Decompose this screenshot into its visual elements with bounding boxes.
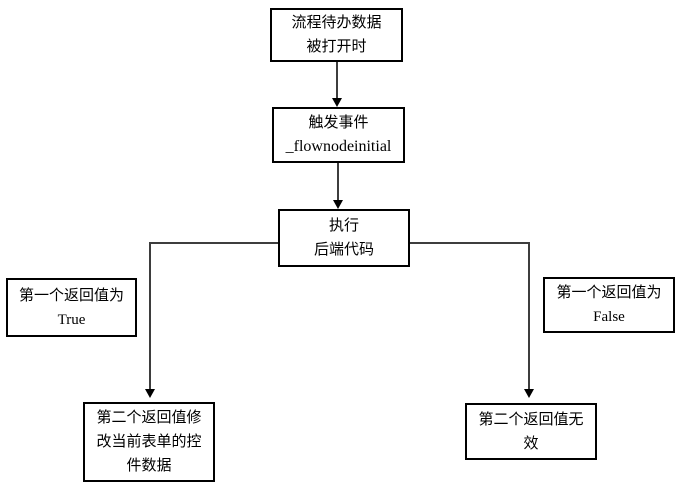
node-text-line: 第二个返回值无 bbox=[478, 411, 584, 428]
node-trigger-event: 触发事件 _flownodeinitial bbox=[272, 107, 405, 163]
node-text-line: 后端代码 bbox=[313, 242, 374, 258]
connector-execute-right-horizontal bbox=[410, 242, 530, 244]
label-first-return-false: 第一个返回值为 False bbox=[543, 277, 675, 333]
node-text-line: 流程待办数据 bbox=[291, 15, 382, 31]
node-text-line: 效 bbox=[523, 435, 539, 452]
node-text-line: _flownodeinitial bbox=[285, 138, 392, 155]
node-text-line: 被打开时 bbox=[306, 39, 367, 55]
node-text-line: True bbox=[57, 311, 86, 328]
node-text-line: False bbox=[593, 309, 625, 325]
node-execute-backend: 执行 后端代码 bbox=[278, 209, 410, 267]
connector-trigger-to-execute bbox=[337, 163, 339, 201]
arrowhead-down-icon bbox=[145, 389, 155, 398]
arrowhead-down-icon bbox=[524, 389, 534, 398]
node-text-line: 触发事件 bbox=[308, 115, 369, 131]
node-second-return-modify: 第二个返回值修 改当前表单的控 件数据 bbox=[83, 402, 215, 482]
connector-execute-left-horizontal bbox=[149, 242, 278, 244]
arrowhead-down-icon bbox=[333, 200, 343, 209]
connector-right-branch-vertical bbox=[528, 242, 530, 390]
node-text-line: 第一个返回值为 bbox=[556, 285, 662, 301]
node-text-line: 改当前表单的控 bbox=[96, 434, 202, 450]
node-text-line: 件数据 bbox=[126, 458, 172, 474]
node-text-line: 执行 bbox=[328, 218, 359, 234]
arrowhead-down-icon bbox=[332, 98, 342, 107]
connector-open-to-trigger bbox=[336, 62, 338, 100]
node-process-opened: 流程待办数据 被打开时 bbox=[270, 8, 403, 62]
connector-left-branch-vertical bbox=[149, 242, 151, 390]
label-first-return-true: 第一个返回值为 True bbox=[6, 278, 137, 337]
node-text-line: 第二个返回值修 bbox=[96, 410, 202, 426]
node-second-return-invalid: 第二个返回值无 效 bbox=[465, 403, 597, 460]
node-text-line: 第一个返回值为 bbox=[18, 287, 124, 304]
